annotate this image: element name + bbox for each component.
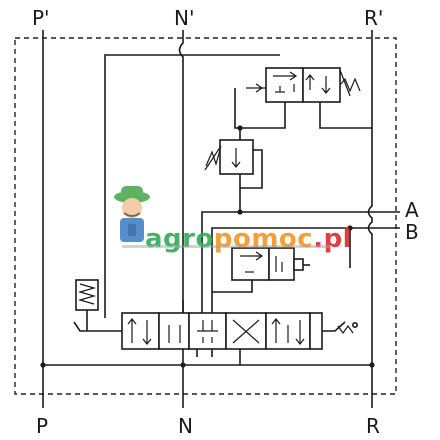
watermark-underline: [122, 245, 330, 248]
port-label-r-top: R': [364, 6, 383, 30]
valve-block-boundary: [14, 37, 397, 395]
pressure-relief-valve: [204, 128, 263, 215]
watermark-brand-part2: pomoc: [214, 224, 313, 254]
top-directional-valve: [234, 67, 372, 131]
watermark-brand-suffix: .pl: [313, 224, 352, 254]
watermark-brand-part1: agro: [145, 224, 214, 254]
main-lines: [42, 30, 373, 408]
watermark-brand: agropomoc.pl: [145, 224, 352, 254]
agropomoc-watermark: agropomoc.pl: [114, 186, 352, 254]
work-port-lines: [201, 211, 400, 325]
port-label-a: A: [405, 198, 419, 222]
port-label-n-top: N': [174, 6, 194, 30]
middle-directional-valve: [212, 247, 310, 293]
port-label-p-top: P': [32, 6, 50, 30]
port-label-b: B: [405, 220, 419, 244]
port-label-n-bottom: N: [178, 414, 193, 438]
port-label-r-bottom: R: [366, 414, 380, 438]
main-spool-valve: [73, 279, 358, 365]
port-label-p-bottom: P: [36, 414, 48, 438]
farmer-mascot-logo: [114, 186, 150, 242]
pilot-loop: [40, 54, 375, 368]
